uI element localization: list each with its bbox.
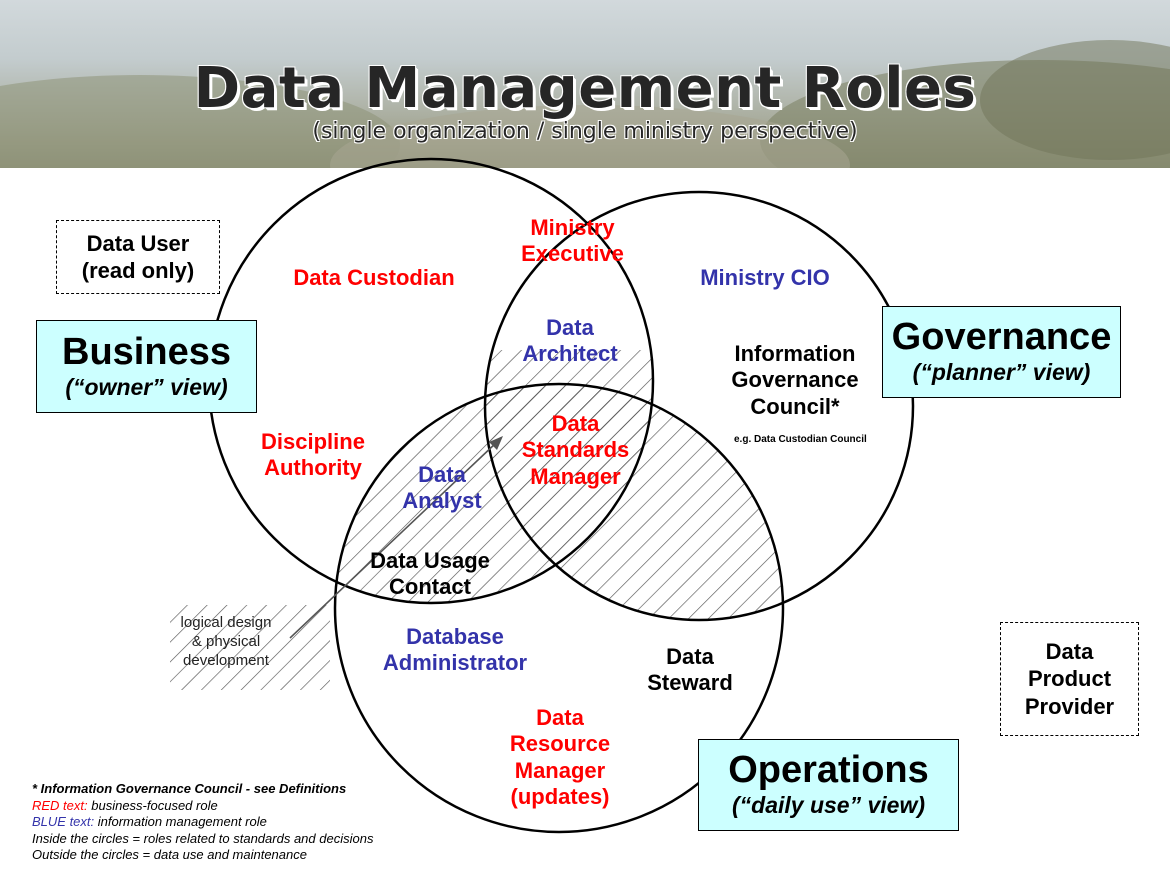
role-label: Architect: [522, 341, 618, 367]
arrow-line: [289, 441, 498, 639]
role-label: Administrator: [382, 650, 528, 676]
data-user-label: Data User: [86, 230, 190, 256]
business-view-box: Business (“owner” view): [36, 320, 257, 413]
business-operations-overlap: [335, 384, 653, 603]
logical-design-annotation: logical design & physical development: [166, 614, 286, 670]
legend-red-key: RED text:: [32, 797, 88, 813]
operations-view-box: Operations (“daily use” view): [698, 739, 959, 831]
role-data-analyst: Data Analyst: [377, 462, 507, 515]
role-ministry-cio: Ministry CIO: [670, 265, 860, 291]
igc-example-note: e.g. Data Custodian Council: [734, 434, 867, 445]
operations-circle: [333, 382, 785, 834]
role-discipline-authority: Discipline Authority: [233, 429, 393, 482]
role-label: Executive: [521, 241, 624, 267]
legend-footnote: * Information Governance Council - see D…: [32, 781, 347, 796]
role-label: Authority: [264, 455, 362, 481]
role-label: Analyst: [402, 488, 482, 514]
role-data-custodian: Data Custodian: [259, 265, 489, 291]
role-label: Ministry: [530, 215, 615, 240]
data-product-provider-box: Data Product Provider: [1000, 622, 1139, 736]
data-product-provider-line: Product: [1027, 666, 1112, 692]
role-label: Data: [551, 411, 600, 436]
role-label: Information: [734, 341, 856, 366]
role-data-steward: Data Steward: [630, 644, 750, 697]
role-label: Data: [536, 705, 584, 730]
role-label: Governance: [731, 367, 859, 393]
business-title: Business: [62, 330, 231, 373]
legend-inside: Inside the circles = roles related to st…: [32, 830, 374, 846]
annotation-line: development: [183, 651, 269, 669]
data-user-box: Data User (read only): [56, 220, 220, 294]
page-subtitle: (single organization / single ministry p…: [312, 119, 858, 144]
role-data-resource-manager: Data Resource Manager (updates): [480, 705, 640, 811]
page-title: Data Management Roles: [193, 56, 977, 121]
role-data-standards-manager: Data Standards Manager: [498, 411, 653, 490]
legend-blue-desc: information management role: [94, 814, 267, 829]
header-banner: Data Management Roles (single organizati…: [0, 0, 1170, 168]
governance-circle: [483, 190, 915, 622]
governance-title: Governance: [891, 316, 1112, 359]
role-ministry-executive: Ministry Executive: [495, 215, 650, 268]
role-label: Data: [546, 315, 594, 340]
legend-outside: Outside the circles = data use and maint…: [32, 847, 307, 862]
role-database-administrator: Database Administrator: [355, 624, 555, 677]
legend-red-desc: business-focused role: [87, 797, 218, 813]
role-label: Data: [418, 462, 466, 487]
operations-subtitle: (“daily use” view): [731, 792, 925, 819]
arrow-head-icon: [489, 436, 503, 450]
role-label: (updates): [510, 784, 610, 810]
role-information-governance-council: Information Governance Council*: [700, 341, 890, 420]
annotation-line: logical design: [180, 614, 272, 631]
role-label: Manager: [530, 463, 621, 489]
annotation-line: & physical: [191, 632, 261, 650]
legend: * Information Governance Council - see D…: [32, 781, 373, 864]
role-label: Contact: [389, 574, 471, 600]
legend-blue-row: BLUE text: information management role: [32, 814, 373, 831]
operations-title: Operations: [728, 749, 929, 792]
role-label: Discipline: [261, 429, 365, 454]
governance-subtitle: (“planner” view): [912, 359, 1091, 386]
role-label: Manager: [514, 757, 606, 783]
governance-view-box: Governance (“planner” view): [882, 306, 1121, 398]
role-label: Resource: [509, 731, 611, 757]
role-label: Ministry CIO: [700, 265, 830, 290]
role-data-architect: Data Architect: [505, 315, 635, 368]
role-label: Database: [406, 624, 504, 649]
legend-blue-key: BLUE text:: [32, 814, 95, 829]
role-label: Data Custodian: [293, 265, 455, 290]
legend-red-row: RED text: business-focused role: [32, 798, 373, 815]
logical-design-hatch: [170, 605, 330, 690]
business-subtitle: (“owner” view): [65, 373, 228, 400]
role-label: Steward: [647, 670, 733, 696]
role-label: Data: [666, 644, 714, 669]
role-label: Council*: [750, 393, 840, 419]
role-label: Standards: [521, 437, 630, 463]
role-data-usage-contact: Data Usage Contact: [350, 548, 510, 601]
data-product-provider-line: Data: [1045, 638, 1094, 664]
role-label: Data Usage: [370, 548, 490, 573]
data-user-qualifier: (read only): [81, 258, 195, 283]
data-product-provider-line: Provider: [1024, 693, 1115, 719]
